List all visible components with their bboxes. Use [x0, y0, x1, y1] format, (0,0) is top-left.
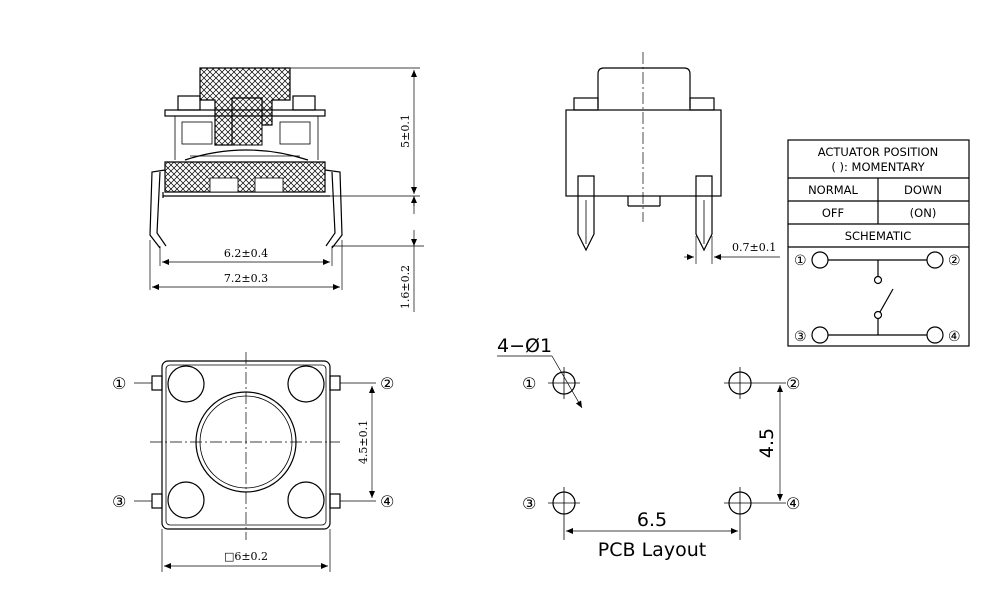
pitch-dim-label: 4.5±0.1 [357, 420, 370, 464]
top-pin-4-label: ④ [380, 492, 394, 511]
table-title-line2: ( ): MOMENTARY [831, 160, 925, 174]
pcb-pin-4-label: ④ [786, 494, 800, 513]
pcb-vertical-dim: 4.5 [756, 428, 778, 458]
table-col1-header: NORMAL [808, 183, 858, 197]
actuator-table: ACTUATOR POSITION ( ): MOMENTARY NORMAL … [787, 139, 970, 347]
base-section [164, 161, 326, 193]
pcb-layout-title: PCB Layout [598, 539, 706, 561]
side-section-view: 5±0.1 1.6±0.2 6.2±0.4 7.2±0.3 [149, 67, 424, 312]
outer-width-dim-label: 7.2±0.3 [224, 272, 268, 285]
top-view: ① ② ③ ④ 4.5±0.1 □6±0.2 [112, 352, 394, 572]
pcb-pin-2-label: ② [786, 374, 800, 393]
pcb-pin-1-label: ① [522, 374, 536, 393]
pcb-layout: 4−Ø1 ① ② ③ ④ 4.5 6.5 PCB Layout [497, 335, 800, 561]
schematic-pin-2: ② [948, 253, 961, 269]
size-dim-label: □6±0.2 [224, 550, 268, 563]
switch-schematic: ① ② ③ ④ [794, 251, 961, 345]
schematic-pin-4: ④ [948, 329, 961, 345]
lead-dim-label: 1.6±0.2 [399, 265, 412, 309]
height-dim-label: 5±0.1 [399, 114, 412, 148]
pcb-pin-3-label: ③ [522, 494, 536, 513]
table-col2-value: (ON) [910, 206, 937, 220]
hole-note: 4−Ø1 [497, 335, 552, 357]
top-pin-2-label: ② [380, 374, 394, 393]
top-pin-1-label: ① [112, 374, 126, 393]
table-title-line1: ACTUATOR POSITION [818, 145, 939, 159]
table-col2-header: DOWN [904, 183, 942, 197]
schematic-pin-1: ① [794, 253, 807, 269]
table-col1-value: OFF [822, 206, 844, 220]
pin-width-dim-label: 0.7±0.1 [732, 241, 776, 254]
schematic-label: SCHEMATIC [845, 229, 912, 243]
top-pin-3-label: ③ [112, 492, 126, 511]
inner-width-dim-label: 6.2±0.4 [224, 247, 268, 260]
front-view: 0.7±0.1 [565, 52, 780, 264]
schematic-pin-3: ③ [794, 329, 807, 345]
pcb-horizontal-dim: 6.5 [637, 509, 667, 531]
